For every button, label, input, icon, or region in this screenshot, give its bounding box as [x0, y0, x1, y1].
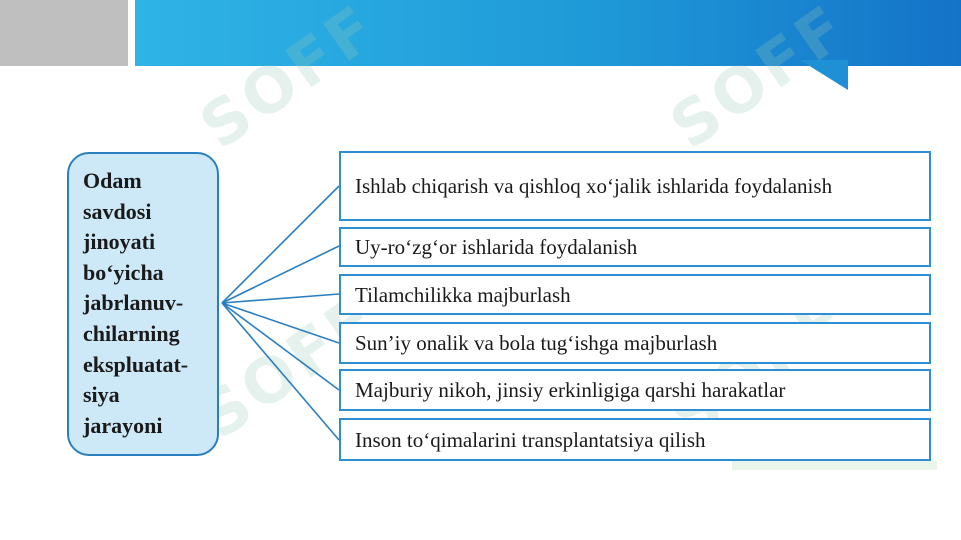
item-label: Tilamchilikka majburlash [355, 282, 571, 307]
root-line: bo‘yicha [83, 259, 164, 285]
connector-line [221, 302, 340, 344]
item-label: Sun’iy onalik va bola tug‘ishga majburla… [355, 331, 718, 355]
root-line: savdosi [83, 198, 152, 224]
item-box-surrogacy: Sun’iy onalik va bola tug‘ishga majburla… [339, 322, 931, 364]
item-box-transplant: Inson to‘qimalarini transplantatsiya qil… [339, 418, 931, 461]
root-line: jinoyati [83, 229, 156, 255]
root-node: Odam savdosi jinoyati bo‘yicha jabrlanuv… [67, 152, 219, 456]
root-line: jarayoni [83, 412, 163, 438]
item-label: Ishlab chiqarish va qishloq xo‘jalik ish… [355, 174, 833, 198]
connector-line [221, 293, 340, 304]
connector-line [221, 302, 340, 391]
header-blue-banner [135, 0, 961, 66]
connector-line [221, 185, 340, 304]
item-box-begging: Tilamchilikka majburlash [339, 274, 931, 315]
root-line: siya [83, 382, 120, 408]
header-gray-block [0, 0, 128, 66]
root-line: ekspluatat- [83, 351, 189, 377]
root-line: jabrlanuv- [83, 290, 184, 316]
item-label: Uy-ro‘zg‘or ishlarida foydalanish [355, 235, 638, 259]
item-label: Majburiy nikoh, jinsiy erkinligiga qarsh… [355, 378, 786, 402]
root-line: chilarning [83, 320, 180, 346]
item-box-household: Uy-ro‘zg‘or ishlarida foydalanish [339, 227, 931, 267]
connector-line [221, 245, 340, 304]
item-box-forced-marriage: Majburiy nikoh, jinsiy erkinligiga qarsh… [339, 369, 931, 411]
connector-line [221, 302, 340, 441]
item-box-production: Ishlab chiqarish va qishloq xo‘jalik ish… [339, 151, 931, 221]
decorative-strip [732, 461, 937, 470]
item-label: Inson to‘qimalarini transplantatsiya qil… [355, 427, 706, 452]
root-line: Odam [83, 168, 142, 193]
